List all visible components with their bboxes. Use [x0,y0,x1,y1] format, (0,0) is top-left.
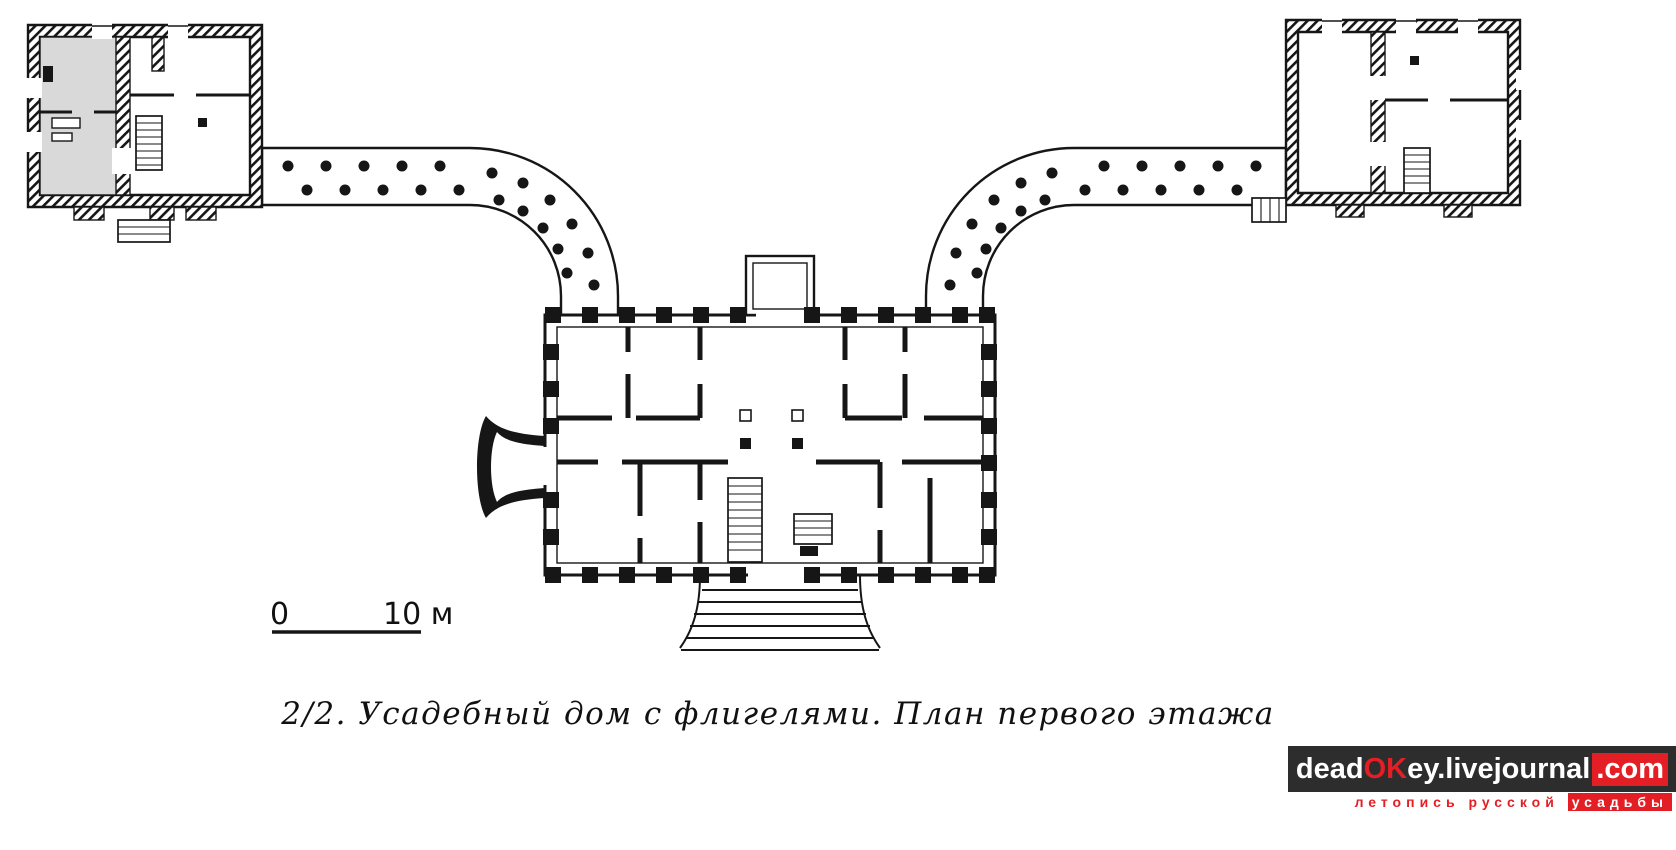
west-entrance-flare [477,416,545,518]
caption: 2/2. Усадебный дом с флигелями. План пер… [281,696,1275,732]
main-stair [727,477,763,563]
left-wing [26,23,264,243]
watermark-ok: OK [1363,752,1408,785]
right-gallery-colonnade [924,146,1288,317]
scale-zero-label: 0 [270,597,290,632]
west-wall-columns [543,344,559,545]
left-gallery-colonnade [260,146,620,317]
south-grand-stair [679,574,881,651]
east-wall-columns [981,344,997,545]
watermark-subtitle-accent: усадьбы [1567,793,1672,811]
right-wing [1251,18,1532,223]
secondary-stair [793,513,833,556]
interior-partitions [557,327,983,563]
scale-ten-label: 10 м [383,597,454,632]
north-wall-columns [545,307,995,323]
south-wall-columns [545,567,995,583]
watermark-subtitle: летопись русской усадьбы [1288,793,1676,811]
watermark-com: .com [1592,752,1668,786]
watermark-dead: dead [1295,752,1364,785]
watermark-subtitle-left: летопись русской [1354,794,1559,810]
watermark-livejournal: ey.livejournal [1407,752,1591,785]
main-house [477,254,997,651]
